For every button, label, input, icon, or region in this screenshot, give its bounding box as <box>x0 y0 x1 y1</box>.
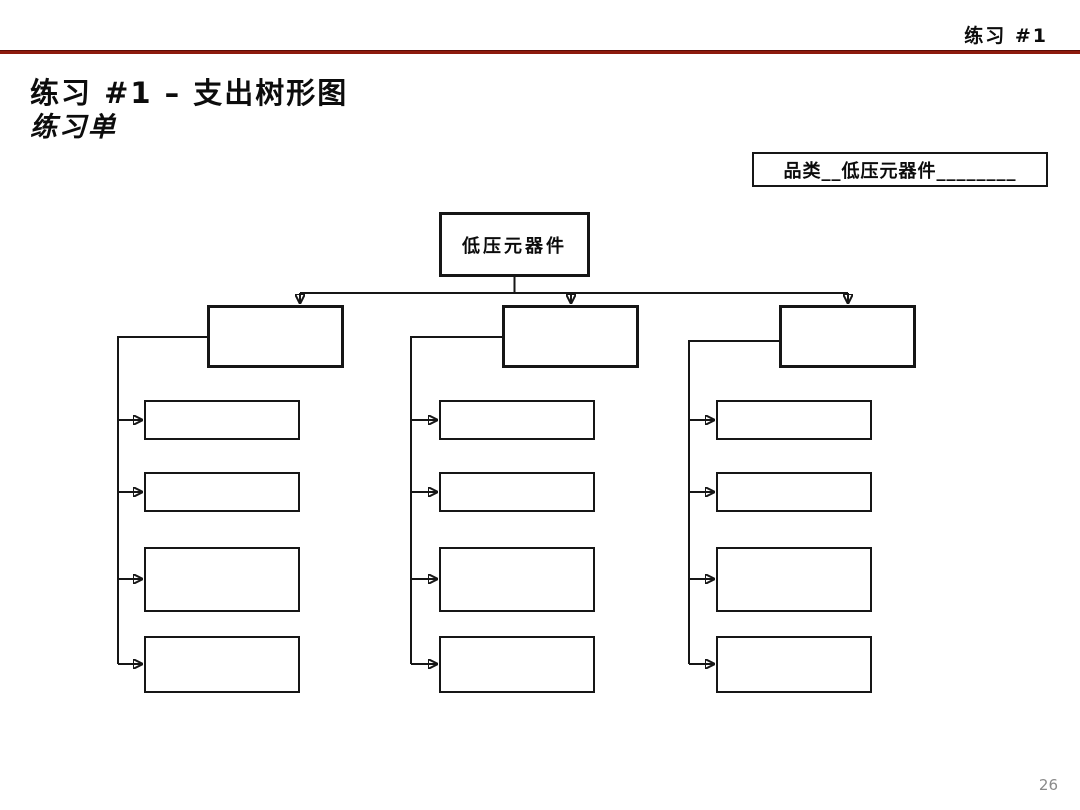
category-label-text: 品类__低压元器件________ <box>783 160 1017 182</box>
tree-subbox-3-2 <box>716 472 872 512</box>
slide-title: 练习 #1 – 支出树形图 <box>30 76 349 110</box>
tree-subbox-3-1 <box>716 400 872 440</box>
tree-subbox-2-3 <box>439 547 595 612</box>
tree-subbox-1-1 <box>144 400 300 440</box>
tree-subbox-1-3 <box>144 547 300 612</box>
tree-root-box: 低压元器件 <box>439 212 590 277</box>
tree-child-box-1 <box>207 305 344 368</box>
tree-subbox-2-2 <box>439 472 595 512</box>
category-label-box: 品类__低压元器件________ <box>752 152 1048 187</box>
header-divider-rule <box>0 50 1080 54</box>
tree-subbox-1-4 <box>144 636 300 693</box>
page-number: 26 <box>1038 776 1058 794</box>
tree-subbox-3-3 <box>716 547 872 612</box>
tree-child-box-3 <box>779 305 916 368</box>
slide-subtitle: 练习单 <box>30 112 117 143</box>
tree-subbox-2-4 <box>439 636 595 693</box>
slide-header-label: 练习 #1 <box>964 25 1048 47</box>
tree-subbox-1-2 <box>144 472 300 512</box>
tree-subbox-3-4 <box>716 636 872 693</box>
tree-child-box-2 <box>502 305 639 368</box>
tree-subbox-2-1 <box>439 400 595 440</box>
